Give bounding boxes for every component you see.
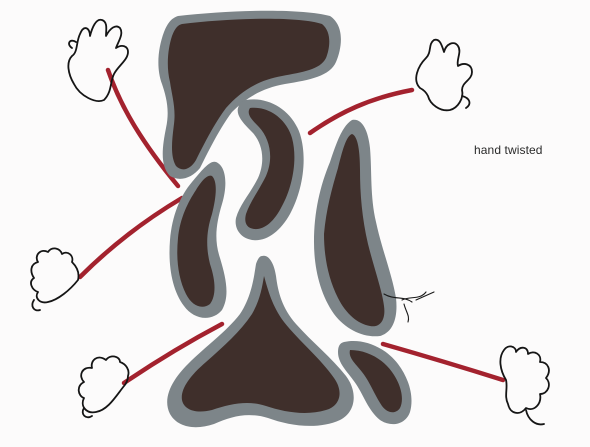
caption-label: hand twisted [474,143,543,157]
hand-bottom-left-icon [79,356,129,417]
hand-bottom-right-icon [500,346,549,424]
puzzle-piece-right [314,120,396,337]
hand-top-right-icon [416,40,472,111]
puzzle-piece-top [158,11,341,179]
string-mid-left [80,198,182,277]
hand-mid-left-icon [31,248,79,310]
puzzle-piece-crescent [236,99,304,240]
hand-top-left-icon [68,20,128,101]
